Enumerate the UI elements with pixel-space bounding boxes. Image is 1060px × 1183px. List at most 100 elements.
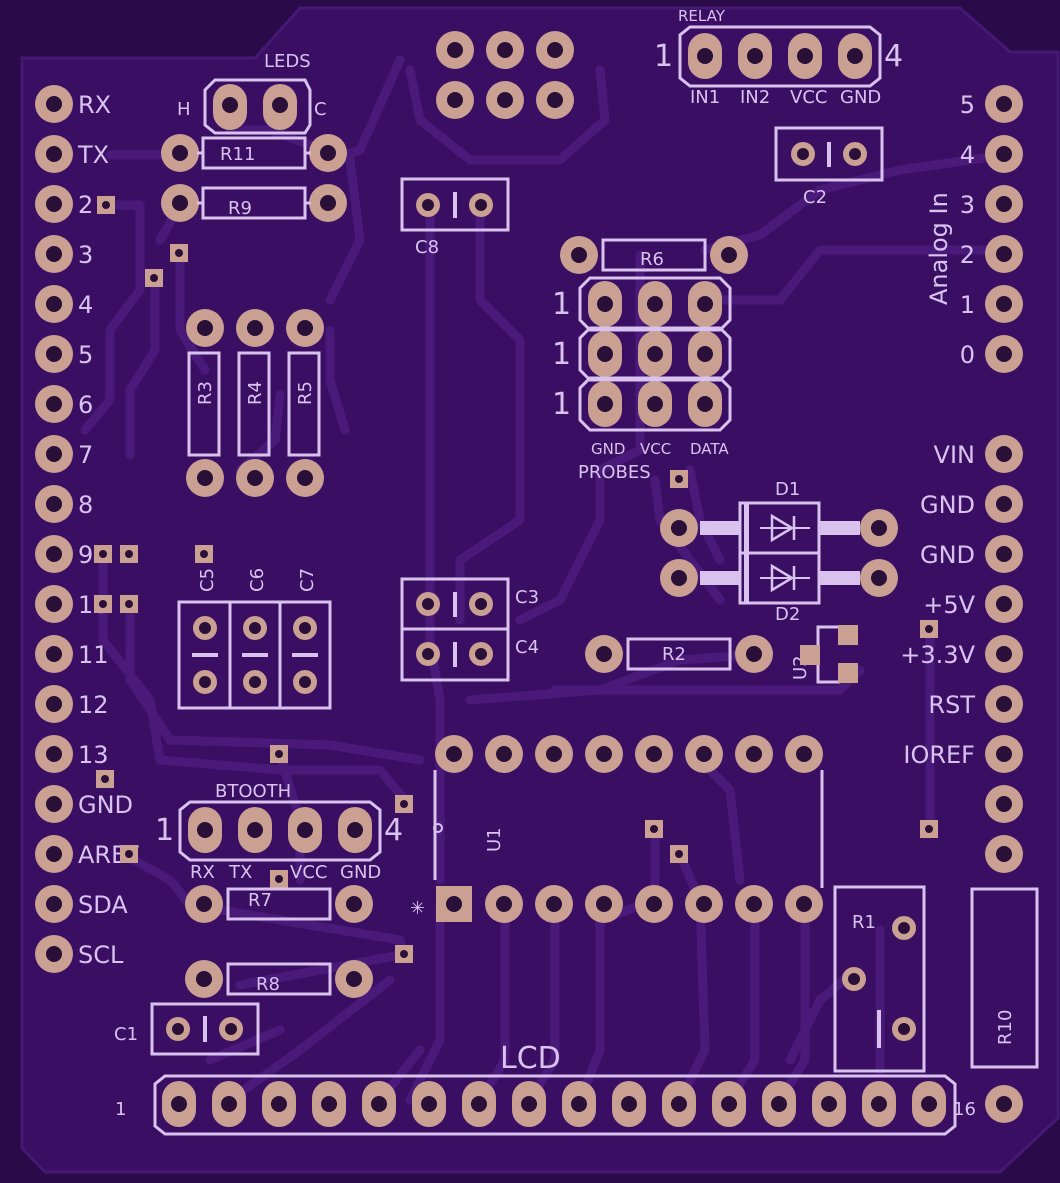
digital-pin-label: TX (77, 141, 109, 169)
relay-pin-in2: IN2 (740, 87, 770, 108)
bluetooth-pin-gnd: GND (340, 862, 381, 883)
bluetooth-pin-start: 1 (155, 813, 174, 848)
d1-label: D1 (775, 479, 800, 500)
c2-label: C2 (803, 187, 827, 208)
leds-title: LEDS (264, 51, 311, 72)
board-substrate (20, 6, 1060, 1174)
power-pin-label: +5V (923, 591, 975, 619)
potentiometer-r1: R1 (833, 885, 926, 1073)
d2-label: D2 (775, 604, 800, 625)
r10-label: R10 (995, 1010, 1016, 1045)
vias (94, 196, 938, 963)
lcd-header: LCD 1 16 (115, 1041, 1023, 1136)
relay-title: RELAY (678, 7, 726, 25)
digital-pin-label: 9 (78, 541, 93, 569)
top-pad-block (436, 31, 574, 119)
resistor-r8: R8 (185, 960, 373, 998)
capacitor-c5-c6-c7: C5 C6 C7 (177, 568, 332, 710)
bluetooth-pin-rx: RX (190, 862, 215, 883)
capacitor-c8: C8 (400, 177, 510, 258)
analog-pin-label: 3 (960, 191, 975, 219)
c6-label: C6 (247, 568, 268, 592)
bluetooth-pin-vcc: VCC (290, 862, 327, 883)
power-pin-label: +3.3V (900, 641, 975, 669)
u1-label: U1 (484, 827, 505, 852)
r5-label: R5 (295, 381, 316, 405)
probes-row-mark: 1 (552, 337, 571, 372)
power-pin-label: RST (928, 691, 975, 719)
probes-title: PROBES (578, 462, 651, 483)
r9-label: R9 (228, 198, 252, 219)
resistor-r2: R2 (585, 635, 773, 673)
bluetooth-title: BTOOTH (215, 781, 291, 802)
lcd-pin-start: 1 (115, 1099, 126, 1120)
digital-pin-label: 11 (78, 641, 109, 669)
analog-header-title: Analog In (925, 192, 953, 305)
u1-pin1-marker: ✳ (410, 898, 425, 919)
r3-label: R3 (195, 381, 216, 405)
leds-label-c: C (314, 99, 327, 120)
probes-col-gnd: GND (591, 440, 625, 458)
capacitor-c2: C2 (774, 126, 884, 208)
probes-row-mark: 1 (552, 287, 571, 322)
resistor-r11: R11 (161, 134, 347, 172)
lcd-title: LCD (500, 1041, 561, 1076)
digital-pin-label: 12 (78, 691, 109, 719)
digital-pin-label: 3 (78, 241, 93, 269)
relay-header: RELAY 1 4 IN1 IN2 VCC GND (654, 7, 903, 108)
resistor-r10: R10 (970, 887, 1039, 1069)
digital-pin-label: RX (78, 91, 111, 119)
analog-pin-label: 1 (960, 291, 975, 319)
relay-pin-start: 1 (654, 39, 673, 74)
power-pin-label: GND (920, 491, 975, 519)
analog-pin-label: 2 (960, 241, 975, 269)
leds-header: LEDS H C (177, 51, 327, 135)
relay-pin-in1: IN1 (690, 87, 720, 108)
bluetooth-pin-tx: TX (228, 862, 252, 883)
resistor-r5: R5 (286, 309, 324, 497)
bluetooth-pin-end: 4 (384, 813, 403, 848)
digital-pin-label: GND (78, 791, 133, 819)
diodes-d1-d2: D1 D2 (660, 479, 898, 625)
analog-pin-label: 0 (960, 341, 975, 369)
leds-label-h: H (177, 99, 191, 120)
power-pin-label: GND (920, 541, 975, 569)
power-pin-label: VIN (934, 441, 975, 469)
digital-pin-label: 6 (78, 391, 93, 419)
c7-label: C7 (297, 568, 318, 592)
power-pin-label: IOREF (903, 741, 975, 769)
digital-pin-label: 7 (78, 441, 93, 469)
probes-col-vcc: VCC (640, 440, 671, 458)
probes-col-data: DATA (690, 440, 729, 458)
digital-pin-label: SDA (78, 891, 128, 919)
r4-label: R4 (245, 381, 266, 405)
lcd-pin-end: 16 (953, 1099, 976, 1120)
resistor-r7: R7 (185, 885, 373, 923)
digital-pin-label: 2 (78, 191, 93, 219)
power-header: VIN GND GND +5V +3.3V RST IOREF (900, 435, 1023, 873)
r1-label: R1 (852, 912, 876, 933)
r8-label: R8 (256, 974, 280, 995)
capacitor-c3-c4: C3 C4 (400, 577, 539, 682)
bluetooth-header: BTOOTH 1 4 RX TX VCC GND (155, 781, 403, 883)
probes-row-mark: 1 (552, 387, 571, 422)
digital-pin-label: 5 (78, 341, 93, 369)
resistor-r4: R4 (236, 309, 274, 497)
chip-u1: U1 ✳ (410, 735, 824, 923)
resistor-r9: R9 (161, 184, 347, 222)
r6-label: R6 (640, 249, 664, 270)
relay-pin-gnd: GND (840, 87, 881, 108)
digital-pin-label: 4 (78, 291, 93, 319)
c5-label: C5 (197, 568, 218, 592)
c1-label: C1 (114, 1024, 138, 1045)
relay-pin-vcc: VCC (790, 87, 827, 108)
regulator-u2: U2 (790, 625, 858, 684)
resistor-r3: R3 (186, 309, 224, 497)
digital-pin-label: 8 (78, 491, 93, 519)
r7-label: R7 (248, 890, 272, 911)
c4-label: C4 (515, 637, 539, 658)
relay-pin-end: 4 (884, 39, 903, 74)
